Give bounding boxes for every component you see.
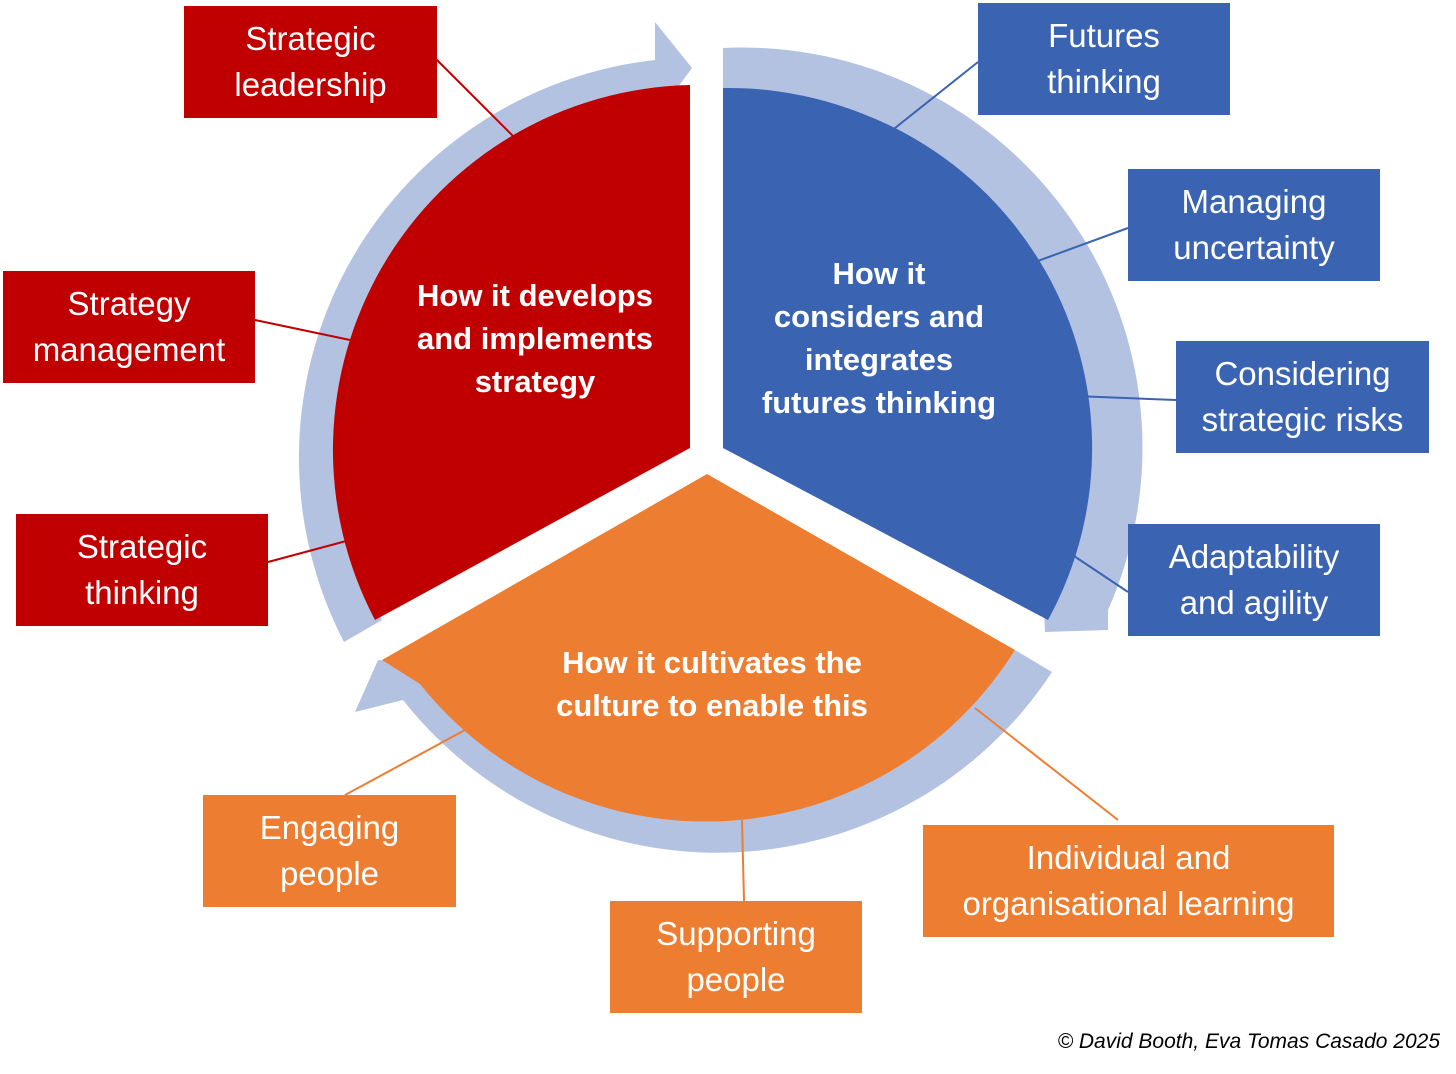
label-strategy-management: Strategy management <box>3 271 255 383</box>
copyright-notice: © David Booth, Eva Tomas Casado 2025 <box>1057 1030 1440 1053</box>
connector-individual-learning <box>974 707 1119 821</box>
segment-orange-culture <box>382 474 1015 822</box>
label-supporting-people-text: Supporting people <box>656 915 816 998</box>
label-individual-learning: Individual and organisational learning <box>923 825 1334 937</box>
segment-orange-text: How it cultivates the culture to enable … <box>556 645 868 723</box>
label-futures-thinking: Futures thinking <box>978 3 1230 115</box>
connector-supporting-people <box>741 819 745 902</box>
connector-strategy-management <box>254 319 351 341</box>
ring-arc-orange <box>355 650 1052 853</box>
segment-red-text: How it develops and implements strategy <box>417 278 653 399</box>
label-engaging-people: Engaging people <box>203 795 456 907</box>
connector-strategic-thinking <box>267 539 351 563</box>
label-adaptability-agility-text: Adaptability and agility <box>1168 538 1340 621</box>
connector-engaging-people <box>344 729 466 796</box>
connector-considering-risks <box>1074 395 1177 401</box>
connector-strategic-leadership <box>431 54 516 139</box>
label-strategic-leadership-text: Strategic leadership <box>234 20 387 103</box>
label-futures-thinking-text: Futures thinking <box>1047 17 1161 100</box>
cycle-ring <box>298 22 1143 853</box>
label-engaging-people-text: Engaging people <box>259 809 400 892</box>
label-strategic-thinking: Strategic thinking <box>16 514 268 626</box>
segment-blue-main <box>723 89 1093 620</box>
label-adaptability-agility: Adaptability and agility <box>1128 524 1380 636</box>
connector-futures-thinking <box>889 61 979 133</box>
label-supporting-people: Supporting people <box>610 901 862 1013</box>
ring-arc-red <box>298 22 692 642</box>
label-strategy-management-text: Strategy management <box>32 285 226 368</box>
label-strategic-leadership: Strategic leadership <box>184 6 437 118</box>
label-considering-strategic-risks: Considering strategic risks <box>1176 341 1429 453</box>
label-managing-uncertainty: Managing uncertainty <box>1128 169 1380 281</box>
connector-lines <box>254 54 1177 902</box>
label-strategic-thinking-text: Strategic thinking <box>76 528 208 611</box>
ring-arc-blue <box>723 47 1143 632</box>
label-considering-strategic-risks-text: Considering strategic risks <box>1201 355 1404 438</box>
connector-adaptability <box>1061 547 1129 593</box>
segment-blue-text: How it considers and integrates futures … <box>761 256 997 420</box>
label-managing-uncertainty-text: Managing uncertainty <box>1173 183 1335 266</box>
connector-managing-uncertainty <box>1034 227 1129 263</box>
label-individual-learning-text: Individual and organisational learning <box>962 839 1295 922</box>
segment-red-strategy <box>332 85 690 620</box>
